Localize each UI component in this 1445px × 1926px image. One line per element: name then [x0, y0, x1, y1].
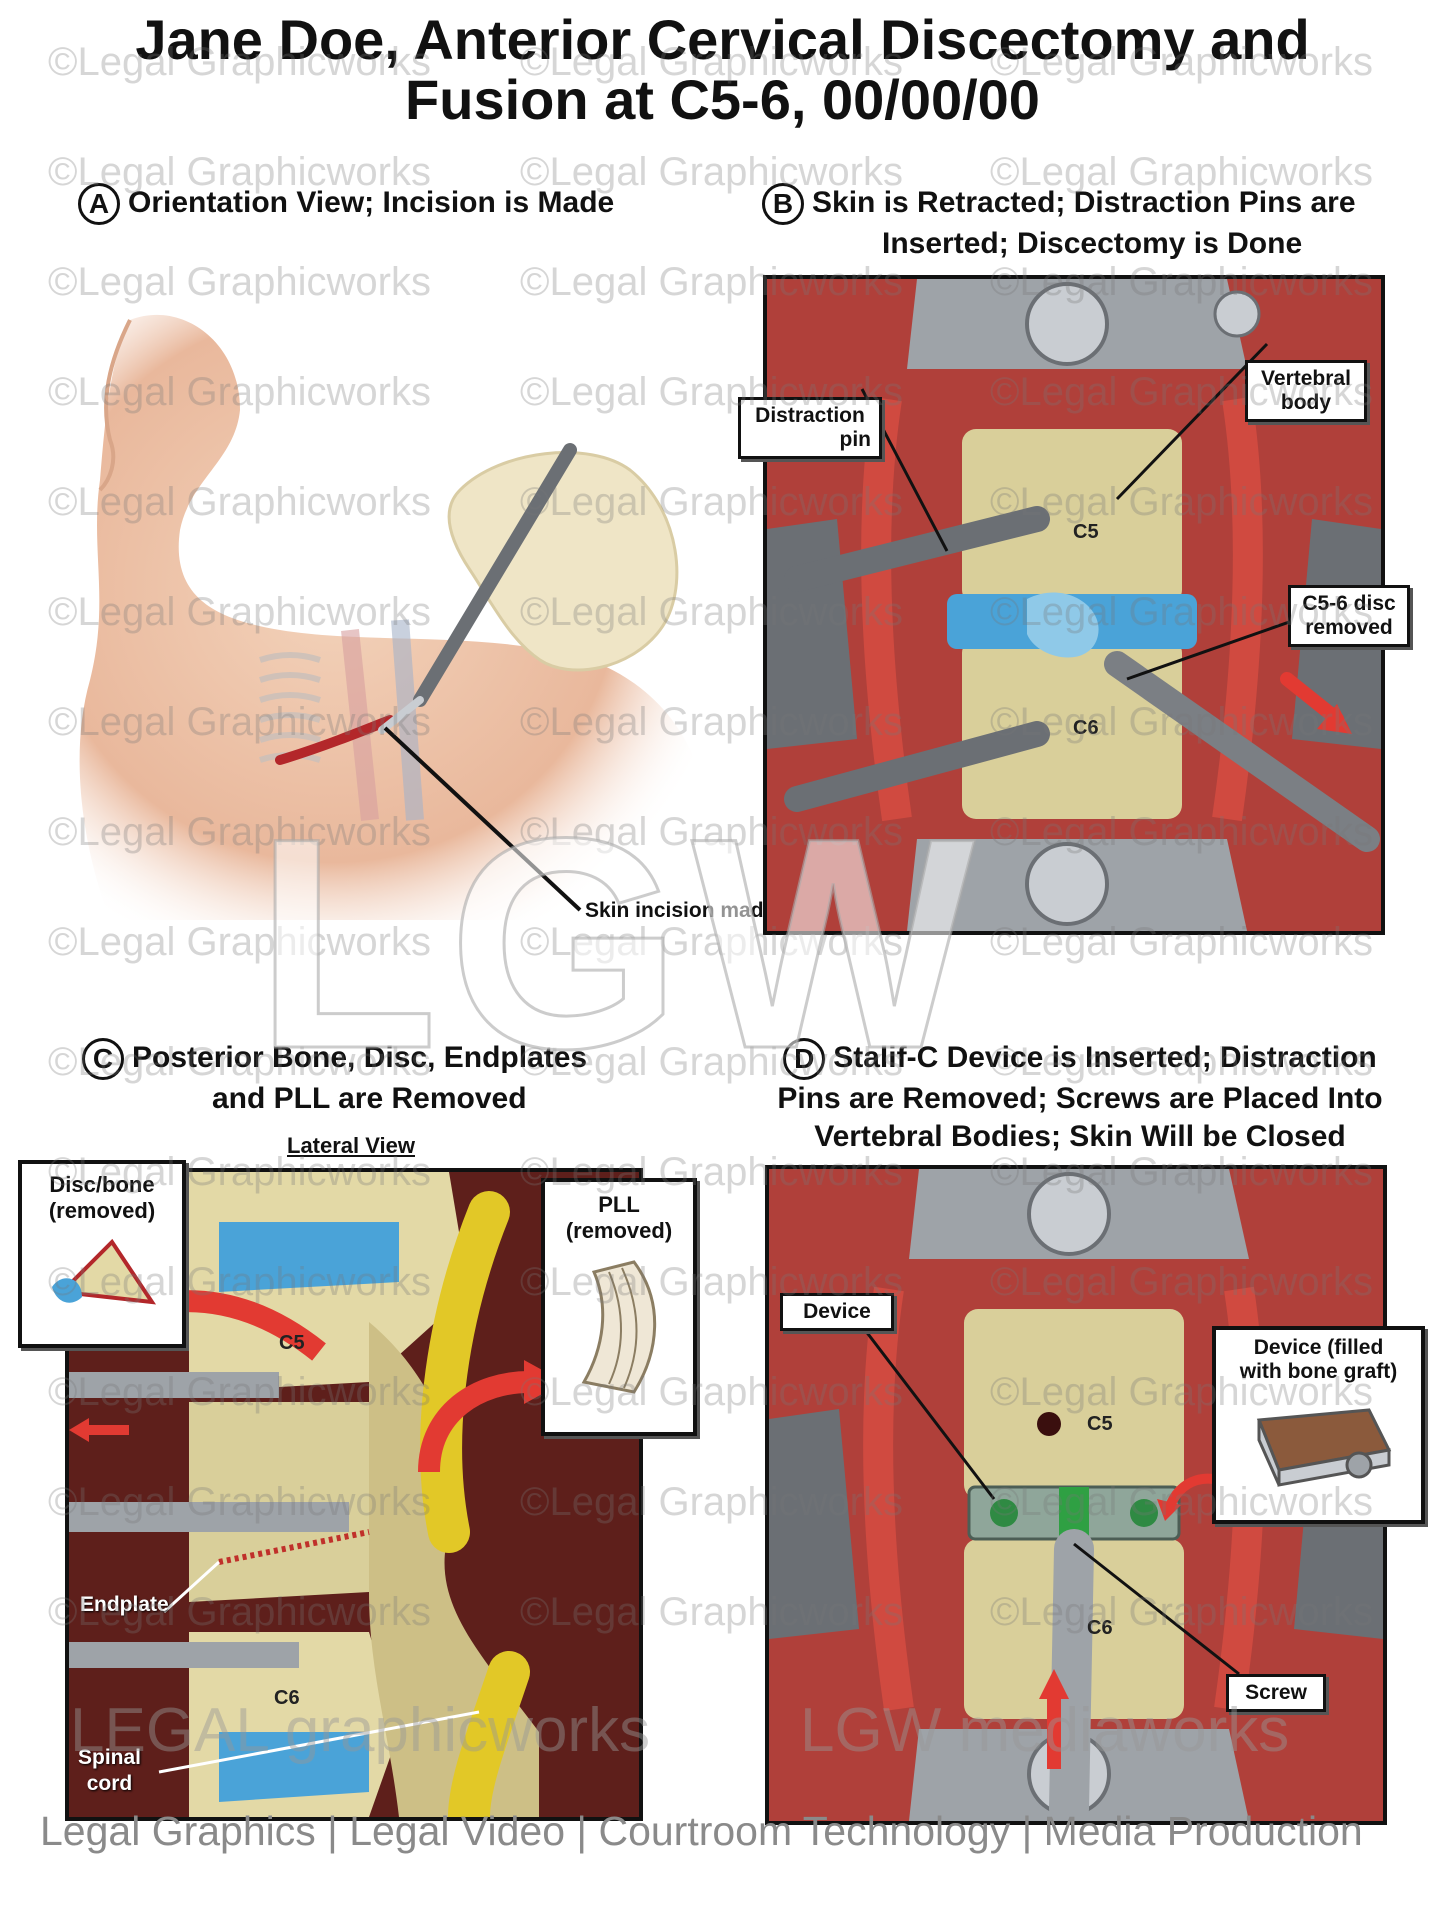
panel-a-heading-text: Orientation View; Incision is Made [128, 185, 615, 219]
disc-removed-label-line-2: removed [1305, 616, 1393, 639]
panel-c-heading-line-2: and PLL are Removed [212, 1082, 527, 1115]
panel-a-letter: A [78, 183, 120, 225]
disc-removed-label: C5-6 disc removed [1288, 585, 1410, 647]
device-filled-inset: Device (filled with bone graft) [1212, 1326, 1425, 1524]
panel-b-c5-label: C5 [1073, 521, 1099, 543]
panel-d-heading-line-1: Stalif-C Device is Inserted; Distraction [833, 1040, 1377, 1074]
panel-c-c6-label: C6 [274, 1687, 300, 1709]
panel-c-c5-label: C5 [279, 1332, 305, 1354]
panel-c-letter: C [82, 1038, 124, 1080]
panel-a-illustration [70, 300, 730, 920]
vertebral-body-label: Vertebral body [1245, 360, 1367, 422]
panel-d-heading-line-2: Pins are Removed; Screws are Placed Into [777, 1082, 1383, 1115]
panel-b-letter: B [762, 183, 804, 225]
disc-bone-label-line-1: Disc/bone [49, 1172, 155, 1197]
device-filled-label-line-1: Device (filled [1253, 1336, 1384, 1359]
panel-b-heading-line-1: Skin is Retracted; Distraction Pins are [812, 185, 1356, 219]
page-title: Jane Doe, Anterior Cervical Discectomy a… [60, 10, 1385, 130]
pll-label-line-1: PLL [598, 1192, 640, 1217]
device-label: Device [780, 1293, 894, 1331]
screw-label: Screw [1226, 1674, 1326, 1712]
title-line-1: Jane Doe, Anterior Cervical Discectomy a… [135, 8, 1310, 71]
distraction-pin-label: Distraction pin [738, 397, 882, 459]
distraction-pin-label-line-2: pin [839, 428, 872, 451]
panel-d-c5-label: C5 [1087, 1413, 1113, 1435]
vertebral-body-label-line-1: Vertebral [1261, 367, 1351, 390]
incision-label: Skin incision made [585, 899, 776, 922]
panel-d-c6-label: C6 [1087, 1617, 1113, 1639]
spinal-cord-label-line-1: Spinal [78, 1746, 142, 1769]
spinal-cord-label-line-2: cord [86, 1772, 133, 1795]
panel-d-heading-line-3: Vertebral Bodies; Skin Will be Closed [814, 1120, 1346, 1153]
panel-d-image: C5 C6 [765, 1165, 1387, 1825]
watermark-text: ©Legal Graphicworks [48, 920, 431, 964]
spinal-cord-label: Spinal cord [78, 1745, 141, 1797]
pll-label-line-2: (removed) [565, 1218, 673, 1243]
pll-inset: PLL (removed) [541, 1178, 697, 1436]
distraction-pin-label-line-1: Distraction [755, 404, 865, 427]
panel-b-heading-line-2: Inserted; Discectomy is Done [882, 227, 1303, 260]
panel-d-letter: D [783, 1038, 826, 1080]
disc-bone-label-line-2: (removed) [48, 1198, 156, 1223]
panel-c-heading-line-1: Posterior Bone, Disc, Endplates [132, 1040, 588, 1074]
vertebral-body-label-line-2: body [1280, 391, 1332, 414]
disc-removed-label-line-1: C5-6 disc [1302, 592, 1396, 615]
lateral-view-label: Lateral View [287, 1133, 415, 1158]
endplate-label: Endplate [80, 1593, 169, 1616]
panel-b-c6-label: C6 [1073, 717, 1099, 739]
watermark-text: ©Legal Graphicworks [48, 260, 431, 304]
device-filled-label-line-2: with bone graft) [1239, 1360, 1398, 1383]
title-line-2: Fusion at C5-6, 00/00/00 [405, 68, 1040, 131]
footer-tagline: Legal Graphics | Legal Video | Courtroom… [40, 1808, 1363, 1854]
panel-b-image: C5 C6 [763, 275, 1385, 935]
disc-bone-inset: Disc/bone (removed) [18, 1160, 186, 1348]
